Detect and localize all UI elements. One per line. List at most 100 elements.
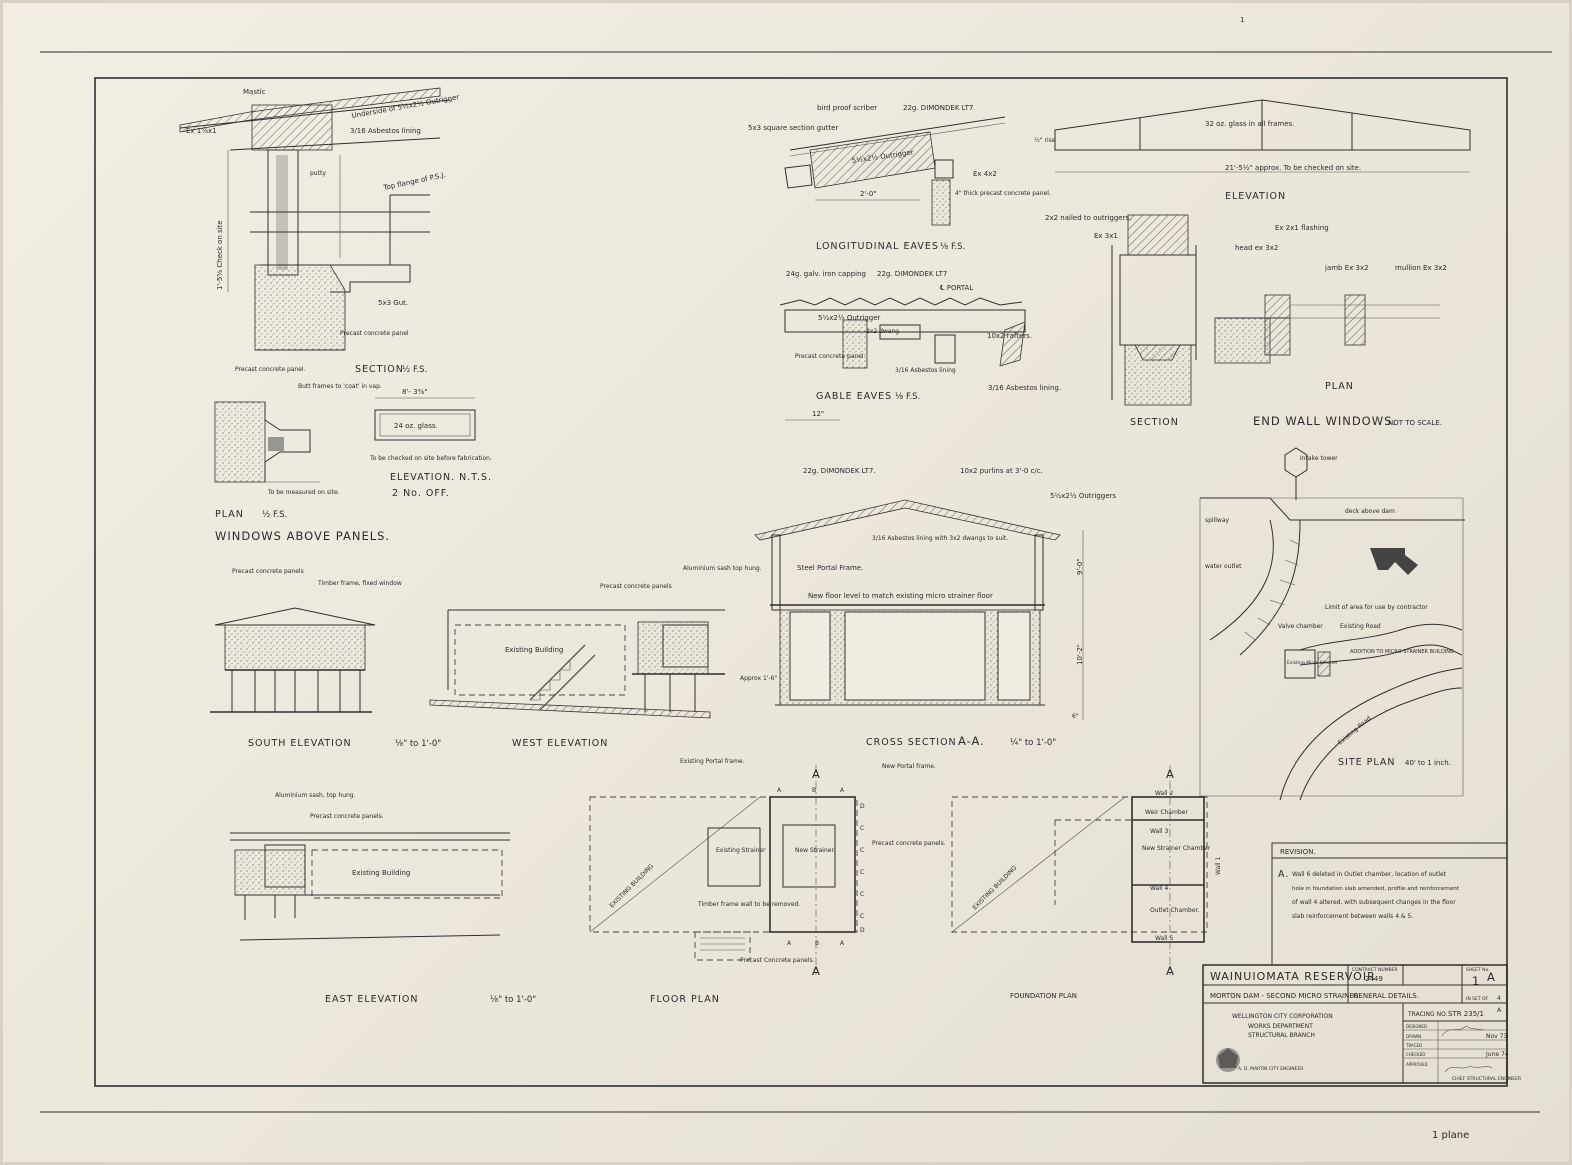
label-south-precast: Precast concrete panels: [232, 568, 304, 575]
inner-border: [94, 77, 1508, 1087]
label-purlins: 10x2 purlins at 3'-0 c/c.: [960, 467, 1043, 475]
elevation-sub: 2 No. OFF.: [392, 488, 450, 499]
label-ex-1-5-8: Ex 1⅝x1: [186, 127, 217, 135]
tracing-number: STR 235/1: [1448, 1010, 1484, 1018]
label-water-outlet: water outlet: [1205, 563, 1242, 570]
grid-d2: D: [860, 927, 865, 934]
label-weir-chamber: Weir Chamber: [1145, 809, 1188, 816]
label-timber-wall-removed: Timber frame wall to be removed.: [697, 901, 800, 908]
cross-section-scale: ¼" to 1'-0": [1010, 738, 1056, 748]
approver-title: CHIEF STRUCTURAL ENGINEER: [1452, 1076, 1521, 1082]
site-plan-drawing: Intake tower spillway deck above dam wat…: [1199, 447, 1465, 801]
tracing-revision: A: [1497, 1007, 1502, 1014]
label-putty: putty: [310, 170, 326, 177]
sheet-number: 1: [1472, 974, 1480, 988]
label-timber-frame: Timber frame, fixed window: [317, 580, 402, 587]
south-elevation-scale: ⅛" to 1'-0": [395, 739, 441, 749]
label-gable-outrigger: 5½x2½ Outrigger: [818, 314, 881, 322]
section-title: SECTION: [355, 364, 404, 375]
label-portal-cl: ℄ PORTAL: [940, 284, 973, 292]
dim-8-3: 8'- 3⅜": [402, 388, 428, 396]
label-gutter: 5x3 Gut.: [378, 299, 408, 307]
label-wall-2: Wall 2: [1155, 790, 1173, 797]
date-1: Nov 73: [1486, 1033, 1507, 1040]
label-east-aluminium-sash: Aluminium sash, top hung.: [275, 792, 356, 799]
grid-b1: B: [812, 787, 816, 794]
label-west-precast: Precast concrete panels: [600, 583, 672, 590]
label-rafters: 10x2 rafters.: [987, 332, 1032, 340]
roof-elevation-title: ELEVATION: [1225, 191, 1286, 202]
foundation-plan-title: FOUNDATION PLAN: [1010, 992, 1077, 1000]
sheet-label: SHEET No.: [1466, 967, 1490, 973]
grid-a2: A: [840, 787, 845, 794]
label-jamb: jamb Ex 3x2: [1324, 264, 1369, 272]
label-floor-precast: Precast concrete panels.: [872, 840, 946, 847]
label-4in-panel: 4" thick precast concrete panel.: [955, 190, 1051, 197]
label-wall-4: Wall 4: [1150, 885, 1168, 892]
label-cross-outriggers: 5½x2½ Outriggers: [1050, 492, 1116, 500]
label-existing-building-west: Existing Building: [505, 646, 563, 654]
floor-section-mark-top: A: [812, 767, 821, 781]
label-valve-chamber: Valve chamber: [1278, 623, 1323, 630]
project-subtitle: MORTON DAM - SECOND MICRO STRAINER: [1210, 992, 1359, 1000]
end-wall-section-title: SECTION: [1130, 417, 1179, 428]
label-gable-dimondek: 22g. DIMONDEK LT7: [877, 270, 947, 278]
corner-note: 1 plane: [1432, 1130, 1469, 1141]
label-wall-5: Wall 5: [1155, 935, 1173, 942]
revision-line-4: slab reinforcement between walls 4 & 5.: [1292, 913, 1413, 920]
label-gable-lining-2: 3/16 Asbestos lining.: [988, 384, 1061, 392]
grid-a1: A: [777, 787, 782, 794]
label-nailed-to-outriggers: 2x2 nailed to outriggers.: [1045, 214, 1131, 222]
label-top-flange: Top flange of P.S.J.: [382, 171, 447, 192]
role-checked: CHECKED: [1406, 1052, 1425, 1057]
east-elevation-drawing: Aluminium sash, top hung. Precast concre…: [230, 792, 536, 1005]
label-measured-on-site: To be measured on site.: [267, 489, 340, 496]
grid-d1: D: [860, 803, 865, 810]
label-half-rise: ½" rise: [1034, 137, 1056, 144]
label-deck-above-dam: deck above dam: [1345, 508, 1395, 515]
label-cross-lining: 3/16 Asbestos lining with 3x2 dwangs to …: [872, 535, 1008, 542]
end-wall-windows-title: END WALL WINDOWS.: [1253, 414, 1397, 428]
east-elevation-scale: ⅛" to 1'-0": [490, 995, 536, 1005]
grid-c4: C: [860, 891, 864, 898]
grid-c1: C: [860, 825, 864, 832]
label-24oz-glass: 24 oz. glass.: [394, 422, 438, 430]
floor-plan-title: FLOOR PLAN: [650, 994, 720, 1005]
label-existing-micro-strainer: Existing Micro Strainer: [1287, 660, 1338, 666]
label-new-strainer: New Strainer.: [795, 847, 835, 854]
cross-section-drawing: 22g. DIMONDEK LT7. 10x2 purlins at 3'-0 …: [754, 467, 1116, 748]
grid-a4: A: [840, 940, 845, 947]
gable-eaves-detail: 24g. galv. iron capping 22g. DIMONDEK LT…: [779, 270, 1061, 421]
label-flashing: Ex 2x1 flashing: [1275, 224, 1329, 232]
label-asbestos-lining: 3/16 Asbestos lining: [350, 127, 421, 135]
west-elevation-drawing: Existing Building Precast concrete panel…: [429, 565, 777, 749]
end-wall-windows-detail: 2x2 nailed to outriggers. Ex 3x1 Ex 2x1 …: [1045, 214, 1447, 428]
south-elevation-drawing: Precast concrete panels Timber frame, fi…: [210, 568, 441, 749]
grid-a3: A: [787, 940, 792, 947]
cross-section-mark: A-A.: [958, 734, 985, 748]
label-steel-portal: Steel Portal Frame.: [797, 564, 863, 572]
set-label: IN SET OF: [1466, 996, 1489, 1002]
label-galv-capping: 24g. galv. iron capping: [786, 270, 866, 278]
title-block: WAINUIOMATA RESERVOIR MORTON DAM - SECON…: [1202, 964, 1521, 1084]
approver-signature: [1444, 1065, 1493, 1073]
windows-above-panels-detail: Mastic Underside of 5½x2½ Outrigger Ex 1…: [179, 87, 492, 543]
tracing-label: TRACING NO.: [1407, 1011, 1448, 1018]
label-square-gutter: 5x3 square section gutter: [748, 124, 838, 132]
label-dwang: 2x2 dwang: [866, 328, 899, 335]
dim-12in: 12": [812, 410, 824, 418]
label-mullion: mullion Ex 3x2: [1395, 264, 1447, 272]
label-floor-precast-2: Precast Concrete panels.: [740, 957, 815, 964]
corporation-name: WELLINGTON CITY CORPORATION: [1232, 1013, 1333, 1020]
plan-scale: ½ F.S.: [262, 510, 287, 520]
set-of: 4: [1497, 995, 1501, 1002]
label-aluminium-sash: Aluminium sash top hung.: [683, 565, 762, 572]
dim-9-0: 9'-0": [1076, 558, 1084, 575]
label-new-strainer-chamber: New Strainer Chamber: [1142, 845, 1211, 852]
longitudinal-eaves-scale: ⅛ F.S.: [940, 242, 965, 252]
drawing-title: GENERAL DETAILS.: [1353, 992, 1419, 1000]
dim-10-2: 10'-2": [1076, 644, 1084, 665]
roof-glass-elevation: ½" rise 32 oz. glass in all frames. 21'-…: [1034, 99, 1471, 202]
revision-heading: REVISION.: [1280, 848, 1316, 856]
